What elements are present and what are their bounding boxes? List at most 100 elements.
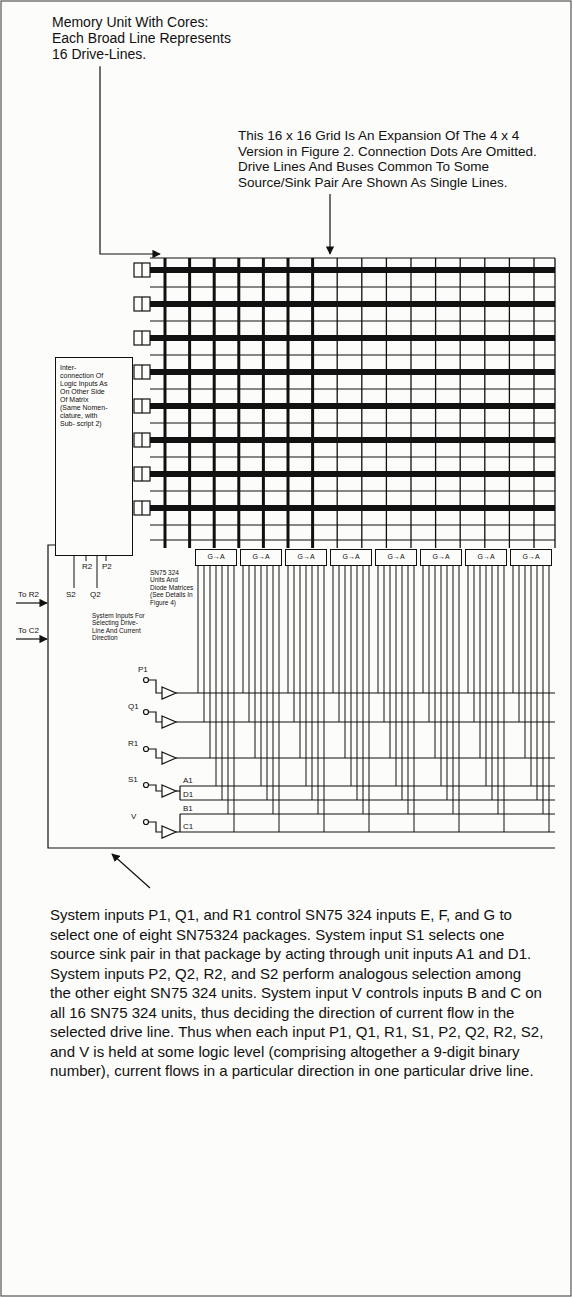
- bus-line: [180, 799, 555, 800]
- source-sink-block: [134, 399, 150, 413]
- source-sink-unit: G→A: [510, 549, 552, 566]
- source-sink-unit: G→A: [465, 549, 507, 566]
- source-sink-unit: G→A: [240, 549, 282, 566]
- unit-input-line: [279, 566, 280, 832]
- signal-arrow: [16, 638, 47, 639]
- buffer-symbol: [162, 716, 176, 728]
- broad-drive-line: [150, 301, 555, 307]
- unit-input-line: [480, 566, 481, 758]
- drive-line: [150, 257, 555, 258]
- input-terminal: [144, 820, 149, 825]
- unit-input-line: [531, 566, 532, 786]
- unit-input-line: [339, 566, 340, 722]
- unit-input-line: [543, 566, 544, 814]
- unit-input-line: [351, 566, 352, 786]
- unit-input-line: [447, 566, 448, 800]
- leader-arrow: [329, 194, 330, 254]
- unit-input-line: [504, 566, 505, 832]
- unit-input-line: [525, 566, 526, 758]
- unit-input-line: [243, 566, 244, 693]
- source-sink-divider: [141, 263, 142, 277]
- unit-input-line: [441, 566, 442, 786]
- pin-name: D1: [183, 790, 193, 799]
- unit-input-line: [384, 566, 385, 722]
- unit-label: G→A: [432, 553, 449, 561]
- input-lead: [86, 556, 87, 561]
- signal-name: R2: [82, 562, 92, 571]
- input-line: [149, 712, 163, 722]
- signal-name: Q2: [90, 590, 101, 599]
- broad-drive-line: [150, 403, 555, 409]
- signal-arrow: [16, 602, 47, 603]
- pin-name: B1: [183, 804, 193, 813]
- unit-input-line: [234, 566, 235, 832]
- unit-input-line: [468, 566, 469, 693]
- bus-line: [176, 831, 555, 832]
- bus-line: [179, 786, 180, 800]
- source-sink-unit: G→A: [195, 549, 237, 566]
- buffer-symbol: [162, 687, 176, 699]
- source-sink-block: [134, 297, 150, 311]
- unit-input-line: [222, 566, 223, 800]
- unit-input-line: [255, 566, 256, 758]
- unit-input-line: [369, 566, 370, 832]
- unit-input-line: [378, 566, 379, 693]
- box-note: Inter- connection Of Logic Inputs As On …: [60, 364, 108, 428]
- unit-input-line: [396, 566, 397, 786]
- unit-input-line: [198, 566, 199, 693]
- input-terminal: [144, 710, 149, 715]
- source-sink-block: [134, 263, 150, 277]
- source-sink-unit: G→A: [420, 549, 462, 566]
- unit-label: G→A: [252, 553, 269, 561]
- unit-input-line: [492, 566, 493, 800]
- unit-input-line: [312, 566, 313, 800]
- unit-input-line: [300, 566, 301, 758]
- interconnection-box: Inter- connection Of Logic Inputs As On …: [55, 357, 133, 556]
- drive-line: [150, 539, 555, 540]
- unit-input-line: [318, 566, 319, 814]
- broad-drive-line: [150, 437, 555, 443]
- source-sink-block: [134, 365, 150, 379]
- unit-input-line: [345, 566, 346, 758]
- drive-line: [150, 524, 555, 525]
- input-terminal: [144, 783, 149, 788]
- unit-input-line: [453, 566, 454, 814]
- bus-line: [176, 692, 555, 693]
- source-sink-block: [134, 433, 150, 447]
- drive-line: [150, 388, 555, 389]
- buffer-symbol: [162, 752, 176, 764]
- unit-input-line: [249, 566, 250, 722]
- unit-label: G→A: [342, 553, 359, 561]
- unit-input-line: [210, 566, 211, 758]
- source-sink-divider: [141, 331, 142, 345]
- broad-drive-line: [150, 505, 555, 511]
- unit-input-line: [435, 566, 436, 758]
- drive-line: [150, 286, 555, 287]
- drive-line: [150, 490, 555, 491]
- unit-input-line: [408, 566, 409, 814]
- signal-name: To C2: [18, 626, 39, 635]
- source-sink-divider: [141, 297, 142, 311]
- input-line: [149, 785, 163, 791]
- unit-input-line: [537, 566, 538, 800]
- return-line: [48, 545, 555, 848]
- unit-label: G→A: [297, 553, 314, 561]
- unit-input-line: [513, 566, 514, 693]
- figure-caption: System inputs P1, Q1, and R1 control SN7…: [50, 905, 546, 1081]
- unit-input-line: [306, 566, 307, 786]
- unit-input-line: [228, 566, 229, 814]
- unit-label: G→A: [522, 553, 539, 561]
- broad-drive-line: [150, 471, 555, 477]
- unit-input-line: [519, 566, 520, 722]
- unit-input-line: [273, 566, 274, 814]
- unit-input-line: [423, 566, 424, 693]
- unit-input-line: [414, 566, 415, 832]
- unit-input-line: [390, 566, 391, 758]
- input-terminal: [144, 678, 149, 683]
- drive-line: [150, 320, 555, 321]
- unit-input-line: [288, 566, 289, 693]
- pin-name: A1: [183, 776, 193, 785]
- unit-input-line: [459, 566, 460, 832]
